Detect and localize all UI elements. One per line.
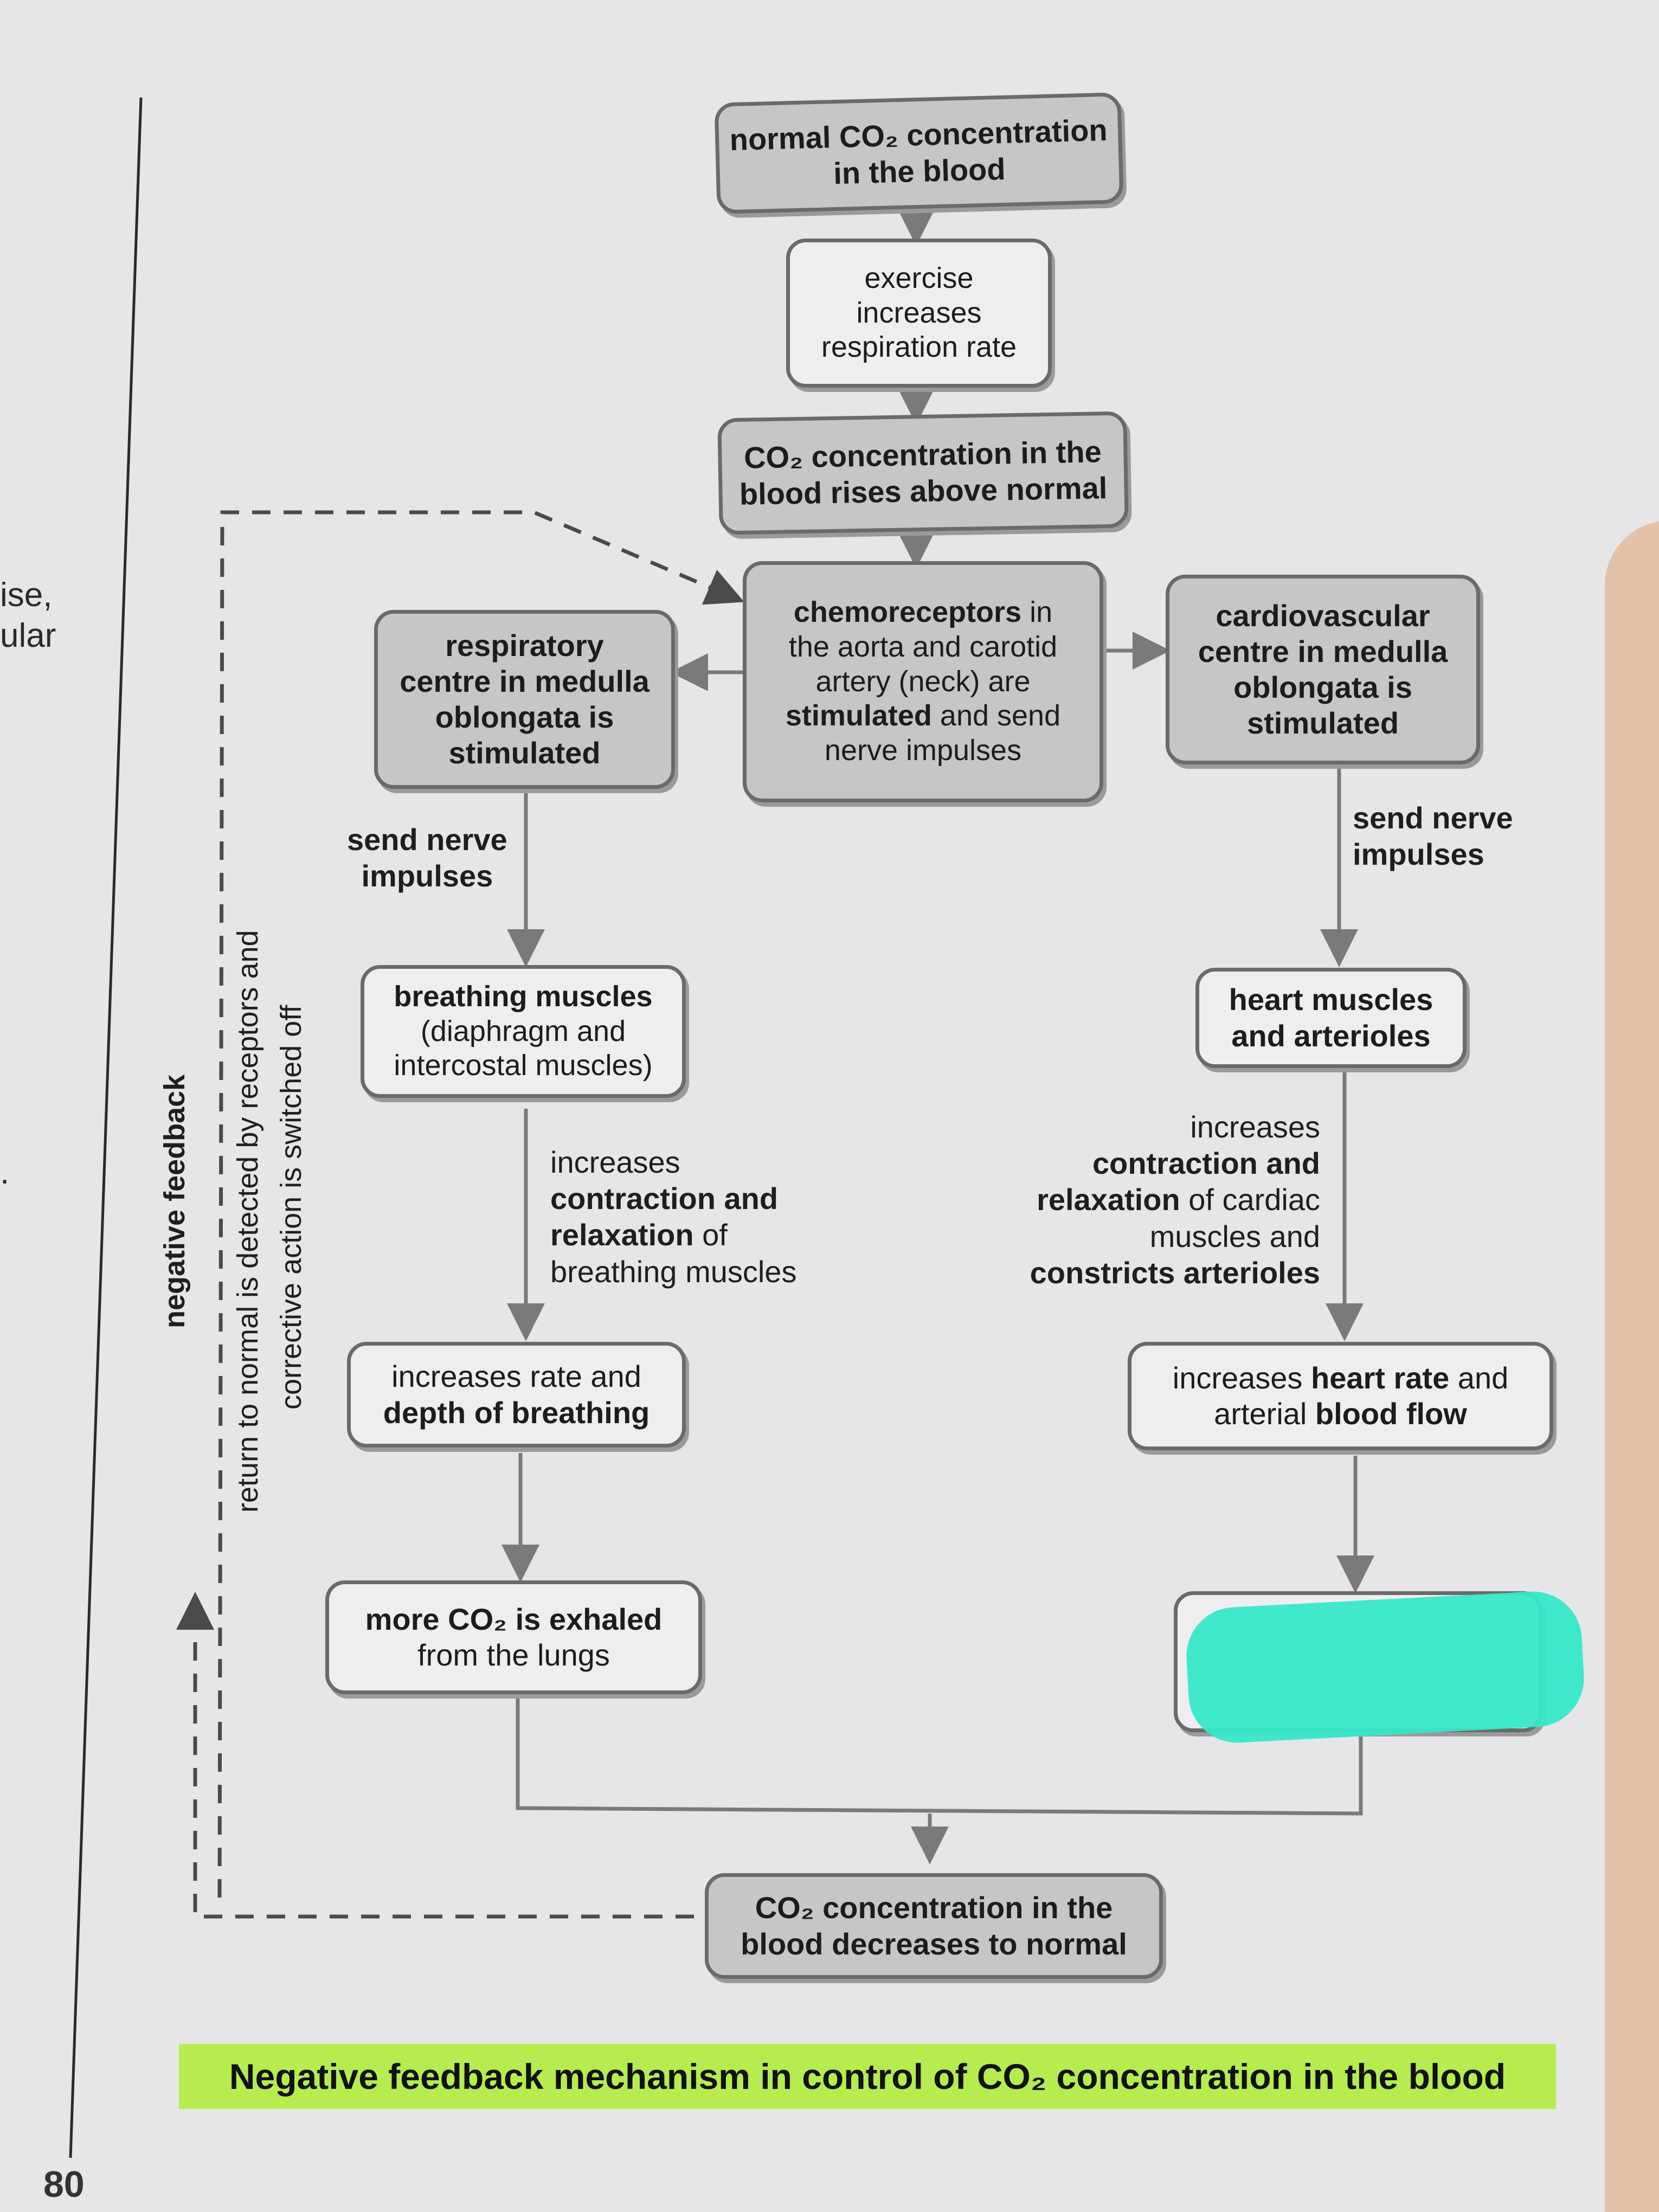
node-rate-depth: increases rate and depth of breathing bbox=[347, 1342, 686, 1448]
margin-fragment-3: . bbox=[0, 1154, 10, 1191]
node-cardiovascular-centre: cardiovascular centre in medulla oblonga… bbox=[1166, 575, 1480, 764]
node-co2-rises: CO₂ concentration in the blood rises abo… bbox=[717, 411, 1129, 535]
side-label-negative-feedback: negative feedback bbox=[158, 1074, 191, 1328]
node-breathing-muscles: breathing muscles (diaphragm and interco… bbox=[361, 965, 686, 1098]
node-respiratory-centre: respiratory centre in medulla oblongata … bbox=[374, 610, 675, 789]
node-heart-rate: increases heart rate and arterial blood … bbox=[1128, 1342, 1553, 1450]
redaction-scribble bbox=[1184, 1589, 1587, 1745]
node-co2-decreases: CO₂ concentration in the blood decreases… bbox=[705, 1873, 1163, 1979]
feedback-dashed-return bbox=[176, 1592, 694, 1919]
margin-fragment-1: ise, bbox=[0, 576, 53, 614]
figure-caption: Negative feedback mechanism in control o… bbox=[179, 2044, 1556, 2109]
node-exercise: exercise increases respiration rate bbox=[786, 239, 1052, 388]
page-margin-line bbox=[69, 97, 143, 2158]
node-chemoreceptors: chemoreceptors in the aorta and carotid … bbox=[743, 561, 1103, 802]
side-label-return-line2: corrective action is switched off bbox=[275, 1005, 307, 1410]
node-normal-co2: normal CO₂ concentration in the blood bbox=[714, 92, 1124, 214]
label-send-nerve-left: send nerve impulses bbox=[347, 822, 507, 893]
label-send-nerve-right: send nerve impulses bbox=[1353, 801, 1513, 872]
page-number: 80 bbox=[43, 2164, 85, 2205]
label-breathing-effect: increases contraction and relaxation of … bbox=[550, 1145, 797, 1289]
node-more-co2: more CO₂ is exhaled from the lungs bbox=[325, 1580, 702, 1694]
label-cardiac-effect: increases contraction and relaxation of … bbox=[1030, 1110, 1320, 1290]
node-heart-muscles: heart muscles and arterioles bbox=[1195, 968, 1467, 1068]
merge-line bbox=[516, 1697, 1363, 1816]
thumb-edge bbox=[1605, 520, 1659, 2212]
feedback-dashed-top bbox=[217, 510, 744, 1898]
side-label-return-line1: return to normal is detected by receptor… bbox=[232, 930, 264, 1513]
margin-fragment-2: ular bbox=[0, 617, 56, 654]
